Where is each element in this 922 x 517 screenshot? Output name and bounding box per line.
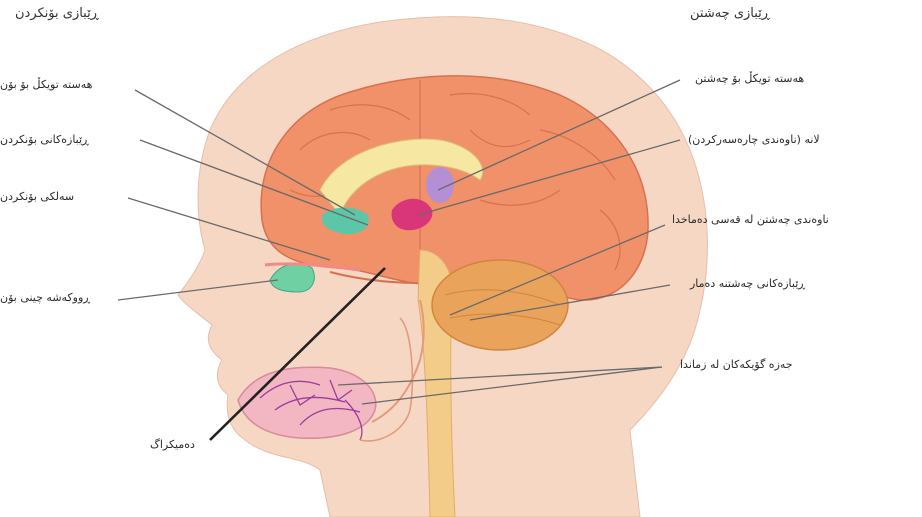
smell-pathway-title: ڕێبازی بۆنکردن — [15, 6, 99, 21]
taste-pathway-title: ڕێبازی چەشتن — [690, 6, 770, 21]
label-epiglottis: دەمیکراگ — [150, 438, 195, 451]
label-olfactory-pathways: ڕێبازەکانی بۆنکردن — [0, 133, 89, 146]
label-gustatory-cortex: هەستە تویکڵ بۆ چەشتن — [695, 72, 804, 85]
label-brainstem-taste-center: ناوەندی چەشتن لە قەسی دەماخدا — [672, 213, 829, 226]
label-olfactory-bulb: سەلکی بۆنکردن — [0, 190, 74, 203]
label-gustatory-nerves: ڕێبازەکانی چەشتنە دەمار — [690, 277, 805, 290]
label-thalamus: لانە (ناوەندی چارەسەرکردن) — [688, 133, 820, 146]
label-taste-buds: جەزە گۆیکەکان لە زماندا — [680, 358, 793, 371]
label-olfactory-epithelium: ڕووکەشە چینی بۆن — [0, 291, 90, 304]
label-olfactory-cortex: هەستە تویکڵ بۆ بۆن — [0, 78, 92, 91]
